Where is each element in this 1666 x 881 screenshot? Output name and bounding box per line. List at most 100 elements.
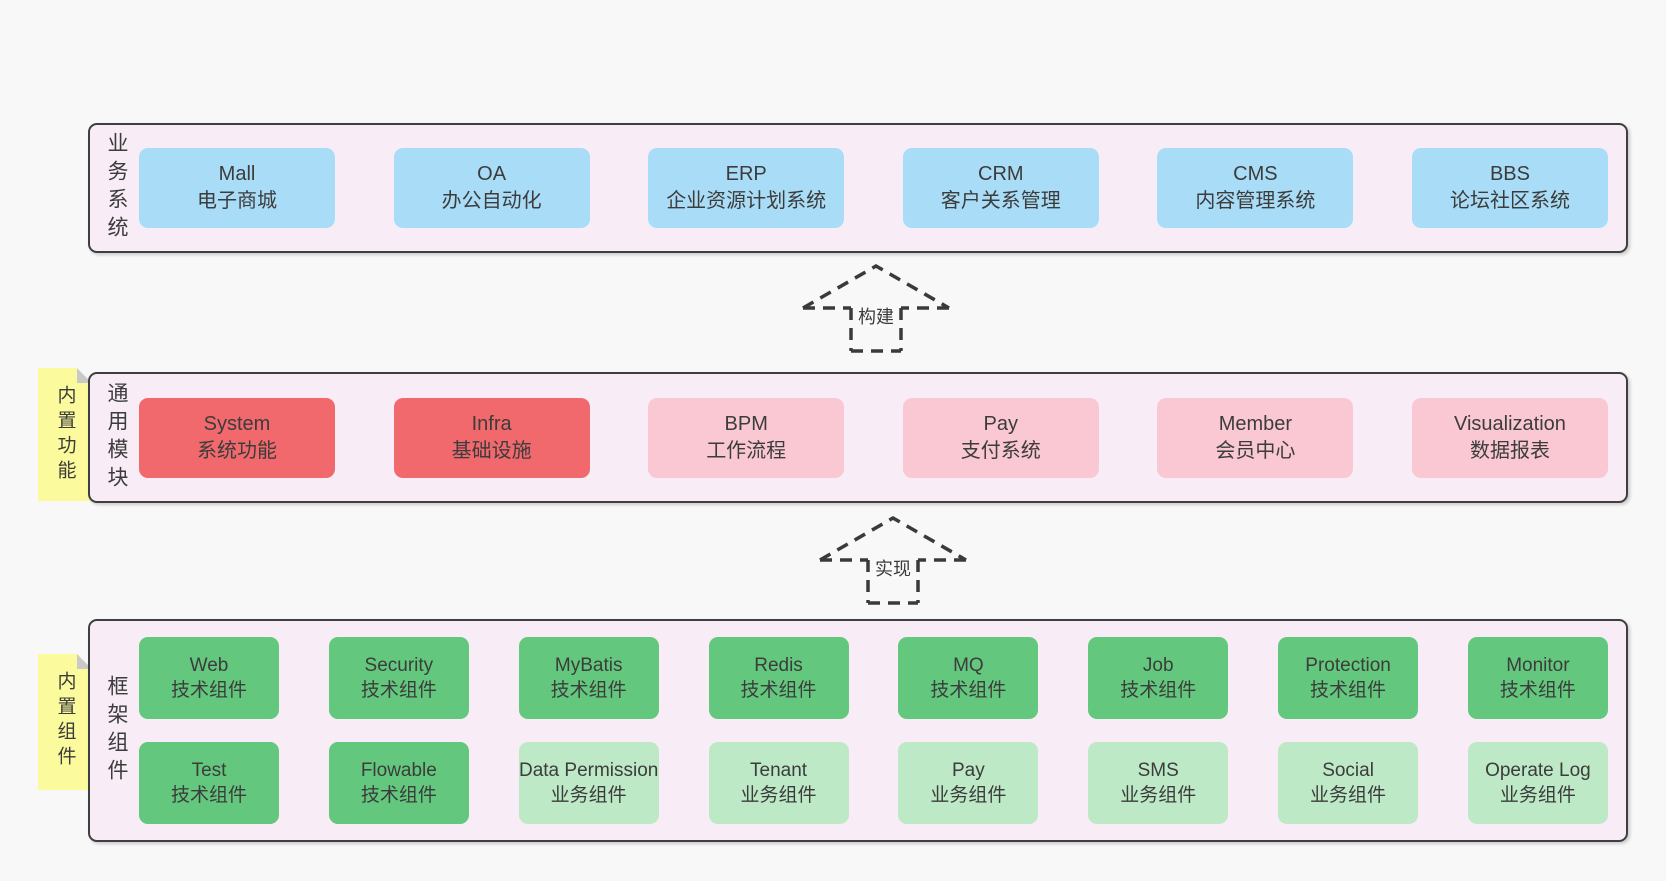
box-title: Operate Log bbox=[1485, 760, 1591, 781]
box-title: MQ bbox=[953, 655, 984, 676]
box-subtitle: 基础设施 bbox=[451, 439, 532, 462]
box-infra: Infra 基础设施 bbox=[393, 397, 590, 478]
box-subtitle: 技术组件 bbox=[170, 785, 247, 806]
box-title: Social bbox=[1322, 760, 1374, 781]
box-title: BPM bbox=[724, 412, 768, 435]
box-subtitle: 技术组件 bbox=[550, 680, 627, 701]
box-title: Test bbox=[191, 760, 227, 781]
box-title: BBS bbox=[1489, 163, 1530, 185]
box-security: Security 技术组件 bbox=[328, 637, 469, 719]
box-subtitle: 电子商城 bbox=[197, 190, 277, 212]
dashed-up-arrow-icon bbox=[802, 263, 950, 353]
layer-label: 通用模块 bbox=[105, 381, 128, 494]
box-title: Flowable bbox=[360, 760, 437, 781]
box-monitor: Monitor 技术组件 bbox=[1467, 637, 1608, 719]
box-erp: ERP 企业资源计划系统 bbox=[648, 148, 845, 228]
box-redis: Redis 技术组件 bbox=[708, 637, 849, 719]
box-subtitle: 技术组件 bbox=[170, 680, 247, 701]
box-subtitle: 业务组件 bbox=[930, 785, 1007, 806]
box-title: Monitor bbox=[1506, 655, 1570, 676]
box-subtitle: 业务组件 bbox=[1310, 785, 1387, 806]
box-title: Protection bbox=[1305, 655, 1391, 676]
box-cms: CMS 内容管理系统 bbox=[1157, 148, 1354, 228]
box-subtitle: 技术组件 bbox=[1120, 680, 1197, 701]
box-subtitle: 工作流程 bbox=[706, 439, 787, 462]
box-protection: Protection 技术组件 bbox=[1278, 637, 1419, 719]
box-title: Pay bbox=[952, 760, 985, 781]
box-subtitle: 系统功能 bbox=[197, 439, 277, 462]
box-subtitle: 业务组件 bbox=[1120, 785, 1197, 806]
box-subtitle: 技术组件 bbox=[360, 785, 437, 806]
box-subtitle: 业务组件 bbox=[740, 785, 817, 806]
box-visualization: Visualization 数据报表 bbox=[1411, 397, 1608, 478]
box-title: Member bbox=[1218, 412, 1293, 435]
box-title: MyBatis bbox=[554, 655, 623, 676]
box-subtitle: 论坛社区系统 bbox=[1449, 190, 1570, 212]
sticky-note-label: 内置组件 bbox=[54, 671, 76, 771]
box-subtitle: 技术组件 bbox=[1310, 680, 1387, 701]
box-row: System 系统功能 Infra 基础设施 BPM 工作流程 Pay 支付系统 Member 会… bbox=[139, 397, 1608, 478]
box-subtitle: 企业资源计划系统 bbox=[666, 190, 827, 212]
box-test: Test 技术组件 bbox=[139, 742, 279, 824]
box-social: Social 业务组件 bbox=[1278, 742, 1419, 824]
box-title: Data Permission bbox=[518, 760, 659, 781]
box-subtitle: 技术组件 bbox=[740, 680, 817, 701]
box-job: Job 技术组件 bbox=[1088, 637, 1229, 719]
box-oa: OA 办公自动化 bbox=[393, 148, 590, 228]
box-pay: Pay 业务组件 bbox=[898, 742, 1039, 824]
box-subtitle: 业务组件 bbox=[1499, 785, 1576, 806]
box-mybatis: MyBatis 技术组件 bbox=[518, 637, 659, 719]
box-bpm: BPM 工作流程 bbox=[648, 397, 845, 478]
layer-label: 框架组件 bbox=[105, 674, 128, 787]
arrow-build: 构建 bbox=[801, 262, 951, 354]
box-title: Web bbox=[189, 655, 229, 676]
box-title: CMS bbox=[1233, 163, 1278, 185]
box-subtitle: 内容管理系统 bbox=[1195, 190, 1316, 212]
box-title: SMS bbox=[1137, 760, 1179, 781]
box-subtitle: 客户关系管理 bbox=[940, 190, 1061, 212]
box-bbs: BBS 论坛社区系统 bbox=[1411, 148, 1608, 228]
box-title: Visualization bbox=[1454, 412, 1566, 435]
box-web: Web 技术组件 bbox=[139, 637, 279, 719]
box-subtitle: 数据报表 bbox=[1469, 439, 1550, 462]
arrow-implement: 实现 bbox=[818, 514, 968, 606]
box-tenant: Tenant 业务组件 bbox=[708, 742, 849, 824]
box-title: System bbox=[203, 412, 271, 435]
box-title: Redis bbox=[754, 655, 803, 676]
layer-body: System 系统功能 Infra 基础设施 BPM 工作流程 Pay 支付系统 Member 会… bbox=[139, 397, 1608, 478]
box-title: Job bbox=[1142, 655, 1174, 676]
box-subtitle: 业务组件 bbox=[550, 785, 627, 806]
arrow-label: 构建 bbox=[801, 303, 951, 329]
box-title: Infra bbox=[471, 412, 512, 435]
box-system: System 系统功能 bbox=[139, 397, 335, 478]
box-mall: Mall 电子商城 bbox=[139, 148, 335, 228]
box-pay: Pay 支付系统 bbox=[902, 397, 1099, 478]
box-subtitle: 会员中心 bbox=[1215, 439, 1296, 462]
box-title: ERP bbox=[725, 163, 767, 185]
box-subtitle: 技术组件 bbox=[1499, 680, 1576, 701]
box-subtitle: 支付系统 bbox=[960, 439, 1041, 462]
sticky-note-built-in-features: 内置功能 bbox=[38, 368, 92, 501]
box-title: Mall bbox=[218, 163, 256, 185]
arrow-label: 实现 bbox=[818, 555, 968, 581]
box-title: Tenant bbox=[750, 760, 808, 781]
box-subtitle: 技术组件 bbox=[360, 680, 437, 701]
box-data-permission: Data Permission 业务组件 bbox=[518, 742, 659, 824]
sticky-note-label: 内置功能 bbox=[54, 385, 76, 485]
box-title: Pay bbox=[983, 412, 1019, 435]
box-flowable: Flowable 技术组件 bbox=[328, 742, 469, 824]
box-title: OA bbox=[477, 163, 507, 185]
box-member: Member 会员中心 bbox=[1157, 397, 1354, 478]
box-title: Security bbox=[364, 655, 434, 676]
box-subtitle: 办公自动化 bbox=[441, 190, 542, 212]
